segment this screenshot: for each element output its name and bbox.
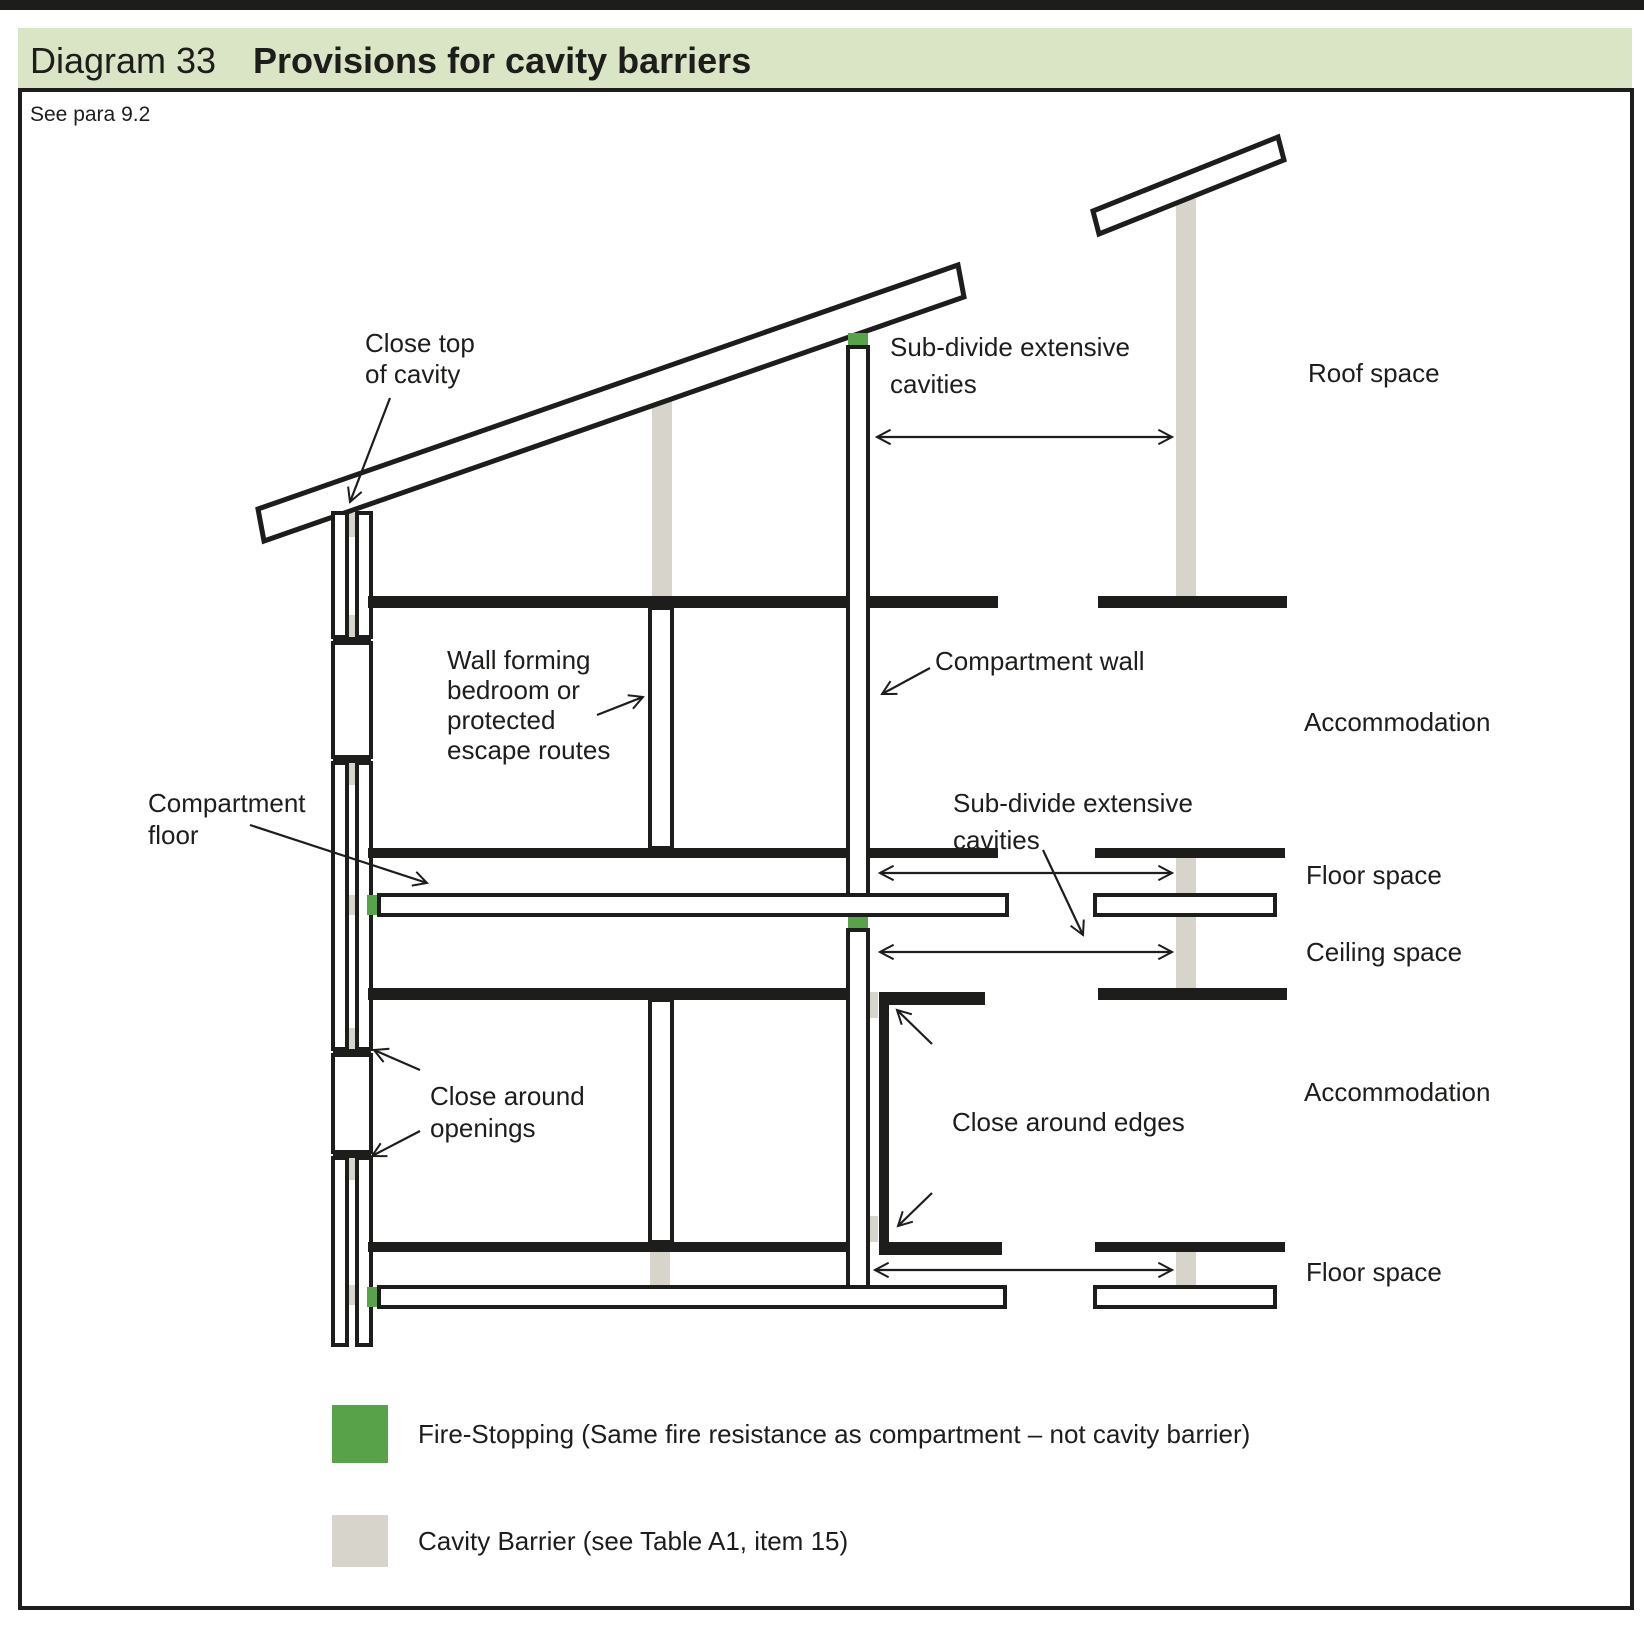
top-rule (0, 0, 1644, 10)
top-ceiling-left (368, 596, 998, 608)
close-edges-arrow-up (897, 1010, 933, 1045)
window2-opening (331, 1053, 373, 1154)
fire-stopping-ground-slab-edge (367, 1287, 379, 1307)
window2-head (333, 1049, 371, 1055)
edge-bottom-line (879, 1242, 1002, 1255)
legend-fire-stopping-label: Fire-Stopping (Same fire resistance as c… (418, 1419, 1250, 1449)
close-edges-label: Close around edges (952, 1107, 1185, 1137)
compartment-floor-label-line2: floor (148, 820, 199, 850)
fire-stopping-wall-top (848, 333, 868, 347)
lower-ceiling-left (368, 988, 848, 1000)
roof-slope-main (255, 261, 967, 545)
diagram-number: Diagram 33 (30, 40, 216, 81)
compartment-floor-slab-right (1093, 893, 1277, 917)
stud-wall-lower-storey (648, 998, 674, 1244)
compartment-wall-lower (846, 928, 870, 1289)
wall-forming-arrow (596, 697, 643, 717)
cavity-barrier-floor-void-right (1176, 858, 1196, 988)
window1-opening (331, 641, 373, 759)
close-openings-arrow-up (374, 1050, 421, 1072)
header-bar (18, 28, 1632, 88)
ground-slab-left (377, 1285, 1007, 1309)
floor-space-bottom-label: Floor space (1306, 1257, 1442, 1287)
compartment-wall-upper (846, 345, 870, 897)
page-title: Provisions for cavity barriers (253, 40, 751, 81)
close-openings-label-line1: Close around (430, 1081, 585, 1111)
compartment-wall-label: Compartment wall (935, 646, 1145, 676)
legend-cavity-barrier-swatch (332, 1515, 388, 1567)
close-top-arrow (350, 397, 392, 502)
subdivide-mid-label-line1: Sub-divide extensive (953, 788, 1193, 818)
cavity-barrier-ground-void-right (1176, 1252, 1196, 1287)
close-top-label-line1: Close top (365, 328, 475, 358)
edge-top-line (889, 992, 985, 1005)
stud-wall-upper-storey (648, 606, 674, 850)
roof-slope-upper-right (1090, 133, 1287, 238)
close-edges-arrow-down (898, 1192, 933, 1226)
subdivide-top-label-line2: cavities (890, 369, 977, 399)
close-top-label-line2: of cavity (365, 359, 460, 389)
fire-stopping-under-slab (848, 915, 868, 930)
content-border (18, 88, 1634, 1610)
outer-leaf-top (331, 511, 349, 639)
compartment-wall-arrow (882, 667, 931, 694)
bottom-floor-right (1095, 1242, 1285, 1252)
wall-forming-label-line2: bedroom or (447, 675, 580, 705)
compartment-floor-label-line1: Compartment (148, 788, 306, 818)
cavity-barrier-ground-void-mid (650, 1252, 670, 1287)
mid-floor-right (1095, 848, 1285, 858)
see-para-note: See para 9.2 (30, 103, 150, 126)
external-cavity-wall (331, 511, 373, 1347)
ground-slab-right (1093, 1285, 1277, 1309)
window2-cill (333, 1152, 371, 1158)
window1-head (333, 637, 371, 643)
bottom-floor-left (368, 1242, 846, 1252)
legend-fire-stopping-swatch (332, 1405, 388, 1463)
outer-leaf-bottom (331, 1156, 349, 1347)
close-openings-label-line2: openings (430, 1113, 536, 1143)
accommodation-upper-label: Accommodation (1304, 707, 1490, 737)
wall-forming-label-line1: Wall forming (447, 645, 591, 675)
floor-space-mid-label: Floor space (1306, 860, 1442, 890)
mid-floor-left (368, 848, 846, 858)
subdivide-mid-label-line2: cavities (953, 825, 1040, 855)
cavity-barrier-roof-strut-left (652, 400, 672, 596)
subdivide-mid-pointer-arrow (1042, 849, 1083, 935)
accommodation-lower-label: Accommodation (1304, 1077, 1490, 1107)
legend-cavity-barrier-label: Cavity Barrier (see Table A1, item 15) (418, 1526, 848, 1556)
compartment-floor-slab (377, 893, 1009, 917)
subdivide-top-label-line1: Sub-divide extensive (890, 332, 1130, 362)
wall-forming-label-line4: escape routes (447, 735, 610, 765)
compartment-floor-arrow (249, 823, 427, 883)
ceiling-space-label: Ceiling space (1306, 937, 1462, 967)
inner-leaf-top (355, 511, 373, 639)
roof-space-label: Roof space (1308, 358, 1440, 388)
arrow-group (249, 397, 1172, 1270)
fire-stopping-slab-edge (367, 895, 379, 915)
window1-cill (333, 757, 371, 763)
top-ceiling-right (1098, 596, 1287, 608)
edge-vertical-line (879, 992, 889, 1250)
outer-leaf-mid (331, 761, 349, 1051)
lower-ceiling-right (1098, 988, 1287, 1000)
cavity-barrier-roof-strut-right (1176, 199, 1196, 596)
wall-forming-label-line3: protected (447, 705, 555, 735)
close-openings-arrow-down (372, 1130, 421, 1156)
mid-floor-centre (870, 848, 998, 858)
